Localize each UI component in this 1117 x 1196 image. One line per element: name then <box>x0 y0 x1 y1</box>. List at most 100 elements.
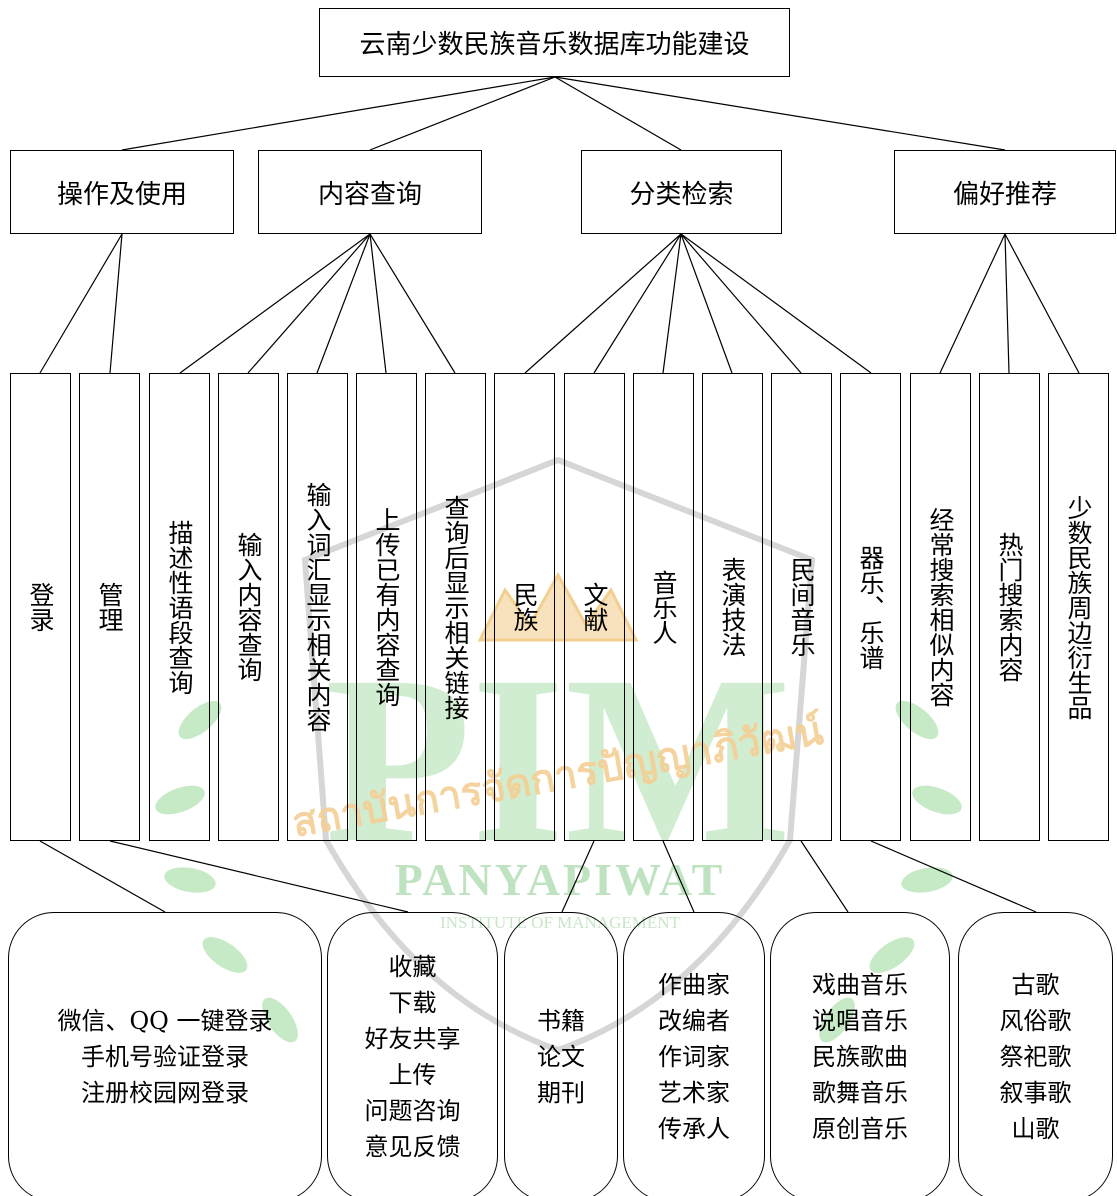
detail-item: 上传 <box>388 1061 437 1089</box>
feature-label: 表演技法 <box>718 557 747 657</box>
category-node-preference: 偏好推荐 <box>894 150 1116 234</box>
detail-item: 民族歌曲 <box>812 1043 908 1071</box>
feature-node-13: 经常搜索相似内容 <box>910 373 971 841</box>
feature-node-15: 少数民族周边衍生品 <box>1048 373 1109 841</box>
edge-f12-d5 <box>870 840 1037 913</box>
detail-item: 祭祀歌 <box>999 1043 1072 1071</box>
detail-item: 古歌 <box>1011 971 1060 999</box>
feature-label: 输入词汇显示相关内容 <box>303 482 332 732</box>
feature-node-9: 音乐人 <box>633 373 694 841</box>
feature-node-5: 上传已有内容查询 <box>356 373 417 841</box>
category-node-content-query: 内容查询 <box>258 150 482 234</box>
detail-item: 叙事歌 <box>999 1079 1072 1107</box>
feature-node-11: 民间音乐 <box>771 373 832 841</box>
watermark-logo-text: PIM <box>325 626 792 892</box>
feature-node-3: 输入内容查询 <box>218 373 279 841</box>
feature-node-14: 热门搜索内容 <box>979 373 1040 841</box>
feature-label: 描述性语段查询 <box>165 519 194 695</box>
detail-list: 书籍 论文 期刊 <box>537 1003 585 1111</box>
detail-list: 戏曲音乐 说唱音乐 民族歌曲 歌舞音乐 原创音乐 <box>812 967 908 1147</box>
feature-label: 上传已有内容查询 <box>372 507 401 707</box>
feature-node-6: 查询后显示相关链接 <box>425 373 486 841</box>
edge-cat2-f12 <box>680 233 872 374</box>
edge-cat2-f11 <box>680 233 802 374</box>
feature-node-0: 登录 <box>10 373 71 841</box>
category-label: 偏好推荐 <box>952 179 1057 210</box>
watermark-subtitle: INSTITUTE OF MANAGEMENT <box>440 913 680 932</box>
detail-item: 原创音乐 <box>812 1115 908 1143</box>
detail-list: 作曲家 改编者 作词家 艺术家 传承人 <box>658 967 730 1147</box>
detail-item: 下载 <box>388 989 437 1017</box>
edge-root-cat1 <box>369 76 556 151</box>
edge-cat1-f6 <box>369 233 456 374</box>
detail-node-musicians: 作曲家 改编者 作词家 艺术家 传承人 <box>623 912 765 1196</box>
edge-cat1-f2 <box>179 233 371 374</box>
detail-item: 收藏 <box>388 953 437 981</box>
detail-list: 收藏 下载 好友共享 上传 问题咨询 意见反馈 <box>365 949 461 1165</box>
detail-item: 说唱音乐 <box>812 1007 908 1035</box>
edge-cat2-f9 <box>662 233 682 374</box>
detail-item: 手机号验证登录 <box>80 1043 249 1071</box>
edge-cat3-f13 <box>939 233 1006 374</box>
edge-cat1-f5 <box>369 233 387 374</box>
watermark-crown-icon <box>477 571 639 642</box>
watermark-laurel-left-icon <box>155 700 298 1043</box>
detail-list: 古歌 风俗歌 祭祀歌 叙事歌 山歌 <box>1000 967 1072 1147</box>
edge-f0-d0 <box>39 840 166 913</box>
detail-item: 改编者 <box>658 1007 730 1035</box>
edge-cat0-f0 <box>39 233 123 374</box>
detail-item: 微信、QQ 一键登录 <box>57 1007 273 1035</box>
category-node-operation: 操作及使用 <box>10 150 234 234</box>
detail-item: 好友共享 <box>364 1025 461 1053</box>
feature-node-4: 输入词汇显示相关内容 <box>287 373 348 841</box>
feature-label: 文献 <box>580 582 609 632</box>
watermark-shield <box>301 456 816 1054</box>
detail-item: 作词家 <box>658 1043 730 1071</box>
edge-cat2-f7 <box>524 233 682 374</box>
feature-node-8: 文献 <box>564 373 625 841</box>
edge-cat1-f4 <box>316 233 371 374</box>
detail-item: 期刊 <box>537 1079 585 1107</box>
detail-item: 书籍 <box>537 1007 585 1035</box>
edge-cat0-f1 <box>109 233 123 374</box>
feature-label: 输入内容查询 <box>234 532 263 682</box>
feature-node-12: 器乐、乐谱 <box>840 373 901 841</box>
detail-node-songs: 古歌 风俗歌 祭祀歌 叙事歌 山歌 <box>958 912 1113 1196</box>
category-label: 操作及使用 <box>56 179 187 210</box>
detail-list: 微信、QQ 一键登录 手机号验证登录 注册校园网登录 <box>58 1003 273 1111</box>
feature-label: 管理 <box>95 582 124 632</box>
detail-node-management: 收藏 下载 好友共享 上传 问题咨询 意见反馈 <box>327 912 498 1196</box>
edge-cat3-f14 <box>1004 233 1010 374</box>
edge-f1-d1 <box>109 840 409 913</box>
feature-node-7: 民族 <box>494 373 555 841</box>
category-label: 内容查询 <box>317 179 422 210</box>
detail-item: 风俗歌 <box>999 1007 1072 1035</box>
feature-label: 民族 <box>510 582 539 632</box>
detail-item: 作曲家 <box>658 971 730 999</box>
category-node-classified-search: 分类检索 <box>581 150 782 234</box>
edge-f8-d2 <box>561 840 595 913</box>
edge-root-cat2 <box>554 76 682 151</box>
detail-item: 意见反馈 <box>364 1133 461 1161</box>
feature-label: 音乐人 <box>649 569 678 645</box>
edge-root-cat0 <box>121 76 556 151</box>
feature-label: 热门搜索内容 <box>995 532 1024 682</box>
feature-label: 少数民族周边衍生品 <box>1064 494 1093 720</box>
feature-node-1: 管理 <box>79 373 140 841</box>
category-label: 分类检索 <box>629 179 734 210</box>
detail-item: 注册校园网登录 <box>80 1079 249 1107</box>
detail-item: 艺术家 <box>658 1079 730 1107</box>
feature-label: 民间音乐 <box>787 557 816 657</box>
detail-item: 传承人 <box>658 1115 730 1143</box>
edge-cat3-f15 <box>1004 233 1080 374</box>
edge-f9-d3 <box>662 840 695 913</box>
watermark-name: PANYAPIWAT <box>395 854 726 905</box>
edge-root-cat3 <box>554 76 1006 151</box>
root-label: 云南少数民族音乐数据库功能建设 <box>359 30 750 60</box>
edge-cat2-f10 <box>680 233 733 374</box>
detail-item: 问题咨询 <box>364 1097 461 1125</box>
root-node: 云南少数民族音乐数据库功能建设 <box>319 8 790 77</box>
